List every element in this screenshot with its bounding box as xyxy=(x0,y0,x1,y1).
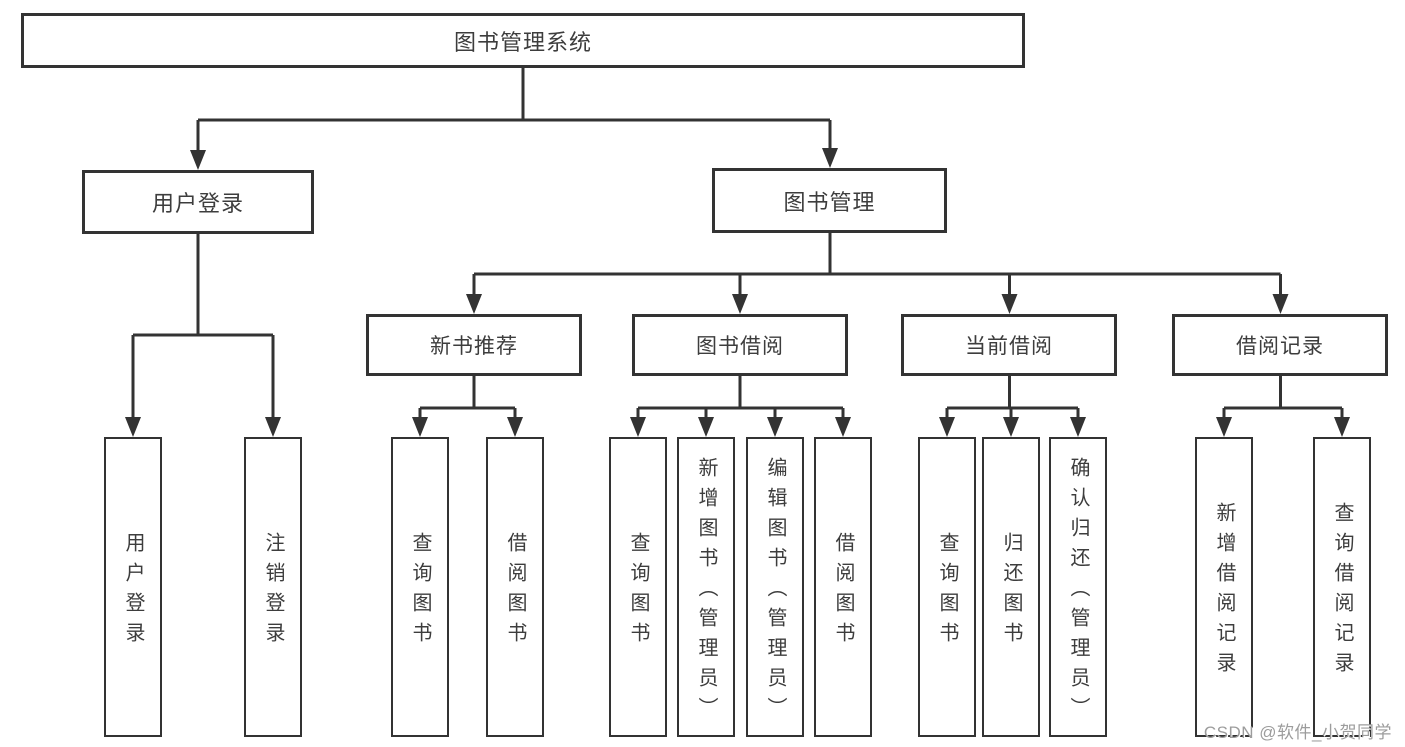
leaf-node-label: 查询图书 xyxy=(936,532,958,652)
branch-node-label: 用户登录 xyxy=(151,191,244,216)
leaf-node-label: 查询图书 xyxy=(627,532,649,652)
leaf-node-edit-books-admin: 编辑图书（管理员） xyxy=(746,437,804,737)
group-node-label: 新书推荐 xyxy=(430,335,518,358)
group-node-current-borrow: 当前借阅 xyxy=(901,314,1117,376)
group-node-new-book-recommend: 新书推荐 xyxy=(366,314,582,376)
leaf-node-logout: 注销登录 xyxy=(244,437,302,737)
leaf-node-user-login: 用户登录 xyxy=(104,437,162,737)
leaf-node-borrow-books-recommend: 借阅图书 xyxy=(486,437,544,737)
leaf-node-add-borrow-record: 新增借阅记录 xyxy=(1195,437,1253,737)
leaf-node-query-books-current: 查询图书 xyxy=(918,437,976,737)
leaf-node-label: 新增借阅记录 xyxy=(1213,502,1235,682)
root-node-library-system: 图书管理系统 xyxy=(21,13,1025,68)
group-node-label: 图书借阅 xyxy=(696,335,784,358)
leaf-node-confirm-return-admin: 确认归还（管理员） xyxy=(1049,437,1107,737)
leaf-node-label: 注销登录 xyxy=(262,532,284,652)
leaf-node-query-books-borrow: 查询图书 xyxy=(609,437,667,737)
leaf-node-query-borrow-record: 查询借阅记录 xyxy=(1313,437,1371,737)
leaf-node-label: 查询借阅记录 xyxy=(1331,502,1353,682)
leaf-node-label: 归还图书 xyxy=(1000,532,1022,652)
group-node-label: 借阅记录 xyxy=(1236,335,1324,358)
group-node-book-borrow: 图书借阅 xyxy=(632,314,848,376)
leaf-node-add-books-admin: 新增图书（管理员） xyxy=(677,437,735,737)
group-node-label: 当前借阅 xyxy=(965,335,1053,358)
leaf-node-return-books: 归还图书 xyxy=(982,437,1040,737)
branch-node-user-login: 用户登录 xyxy=(82,170,314,234)
leaf-node-label: 借阅图书 xyxy=(504,532,526,652)
leaf-node-borrow-books: 借阅图书 xyxy=(814,437,872,737)
leaf-node-label: 确认归还（管理员） xyxy=(1067,457,1089,727)
leaf-node-label: 新增图书（管理员） xyxy=(695,457,717,727)
leaf-node-label: 用户登录 xyxy=(122,532,144,652)
branch-node-book-management: 图书管理 xyxy=(712,168,947,233)
csdn-watermark: CSDN @软件_小贺同学 xyxy=(1203,723,1392,742)
leaf-node-query-books-recommend: 查询图书 xyxy=(391,437,449,737)
branch-node-label: 图书管理 xyxy=(783,189,876,215)
group-node-borrow-records: 借阅记录 xyxy=(1172,314,1388,376)
leaf-node-label: 编辑图书（管理员） xyxy=(764,457,786,727)
root-node-label: 图书管理系统 xyxy=(453,29,592,55)
leaf-node-label: 借阅图书 xyxy=(832,532,854,652)
leaf-node-label: 查询图书 xyxy=(409,532,431,652)
